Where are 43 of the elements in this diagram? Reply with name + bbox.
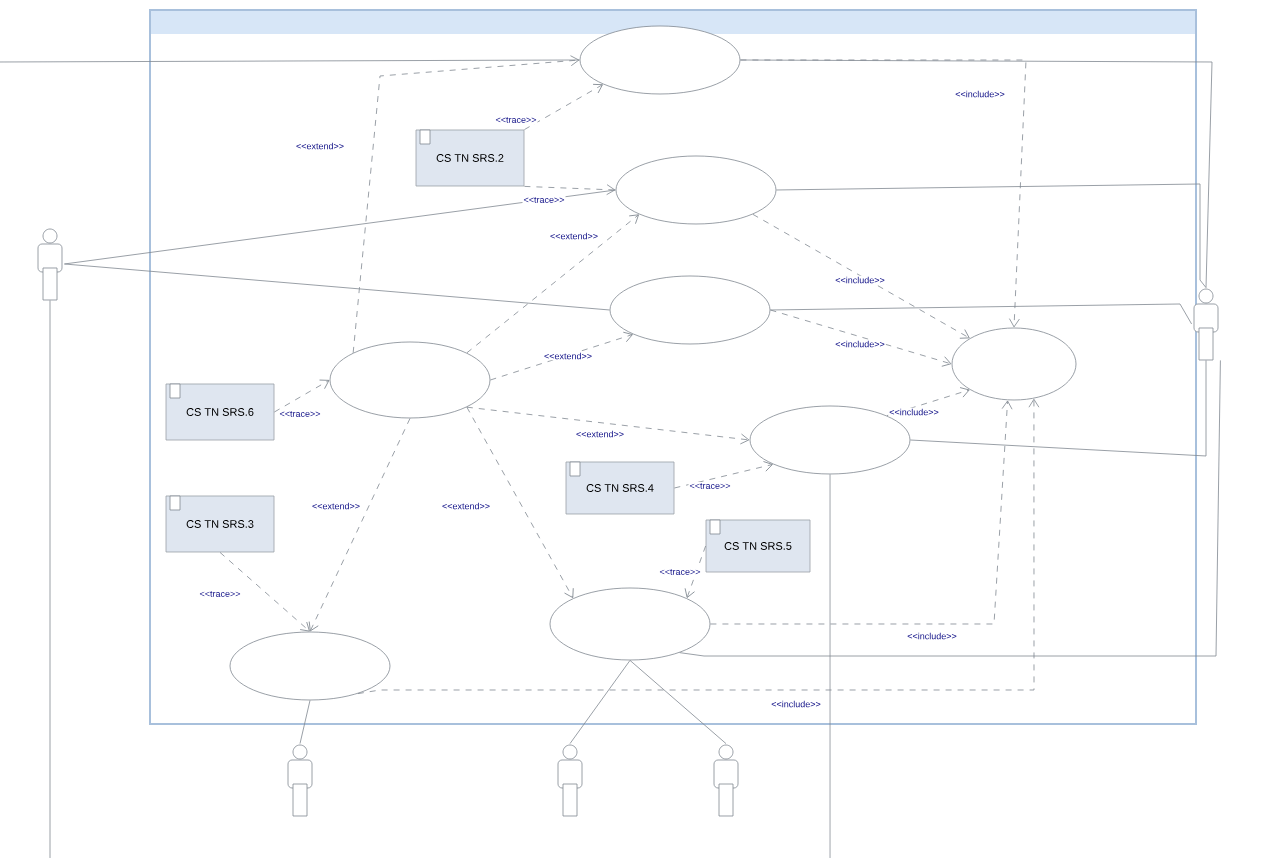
arrow — [524, 184, 616, 196]
connector — [910, 360, 1207, 457]
arrow — [466, 406, 574, 598]
use-case-ellipse — [609, 275, 771, 345]
connector — [679, 360, 1221, 657]
use-case-ellipse — [229, 631, 391, 701]
arrow — [466, 406, 750, 445]
arrow — [752, 213, 970, 339]
actor-figure — [557, 744, 583, 817]
arrow — [524, 83, 603, 130]
connector — [0, 59, 580, 63]
arrow — [886, 387, 970, 417]
connector — [776, 183, 1207, 288]
arrow — [674, 461, 773, 489]
connector — [829, 474, 831, 858]
use-case-ellipse — [579, 25, 741, 95]
arrow — [490, 331, 633, 381]
arrow — [357, 398, 1040, 695]
arrow — [710, 400, 1013, 625]
use-case-ellipse — [951, 327, 1077, 401]
arrow — [274, 379, 330, 413]
use-case-ellipse — [549, 587, 711, 661]
arrow — [770, 309, 952, 367]
connector — [569, 660, 631, 744]
actor-figure — [1193, 288, 1219, 361]
actor-figure — [37, 228, 63, 301]
arrow — [684, 545, 706, 598]
connector — [49, 300, 51, 858]
connector — [299, 700, 311, 744]
connector — [629, 660, 727, 744]
connector — [64, 263, 610, 311]
connector — [64, 189, 616, 265]
actor-figure — [713, 744, 739, 817]
use-case-ellipse — [615, 155, 777, 225]
use-case-ellipse — [329, 341, 491, 419]
arrow — [352, 55, 580, 354]
arrow — [219, 552, 310, 632]
arrow — [466, 214, 639, 354]
arrow — [308, 418, 411, 632]
connector — [740, 59, 1213, 288]
arrow — [740, 59, 1027, 328]
connector — [770, 303, 1192, 325]
actor-figure — [287, 744, 313, 817]
